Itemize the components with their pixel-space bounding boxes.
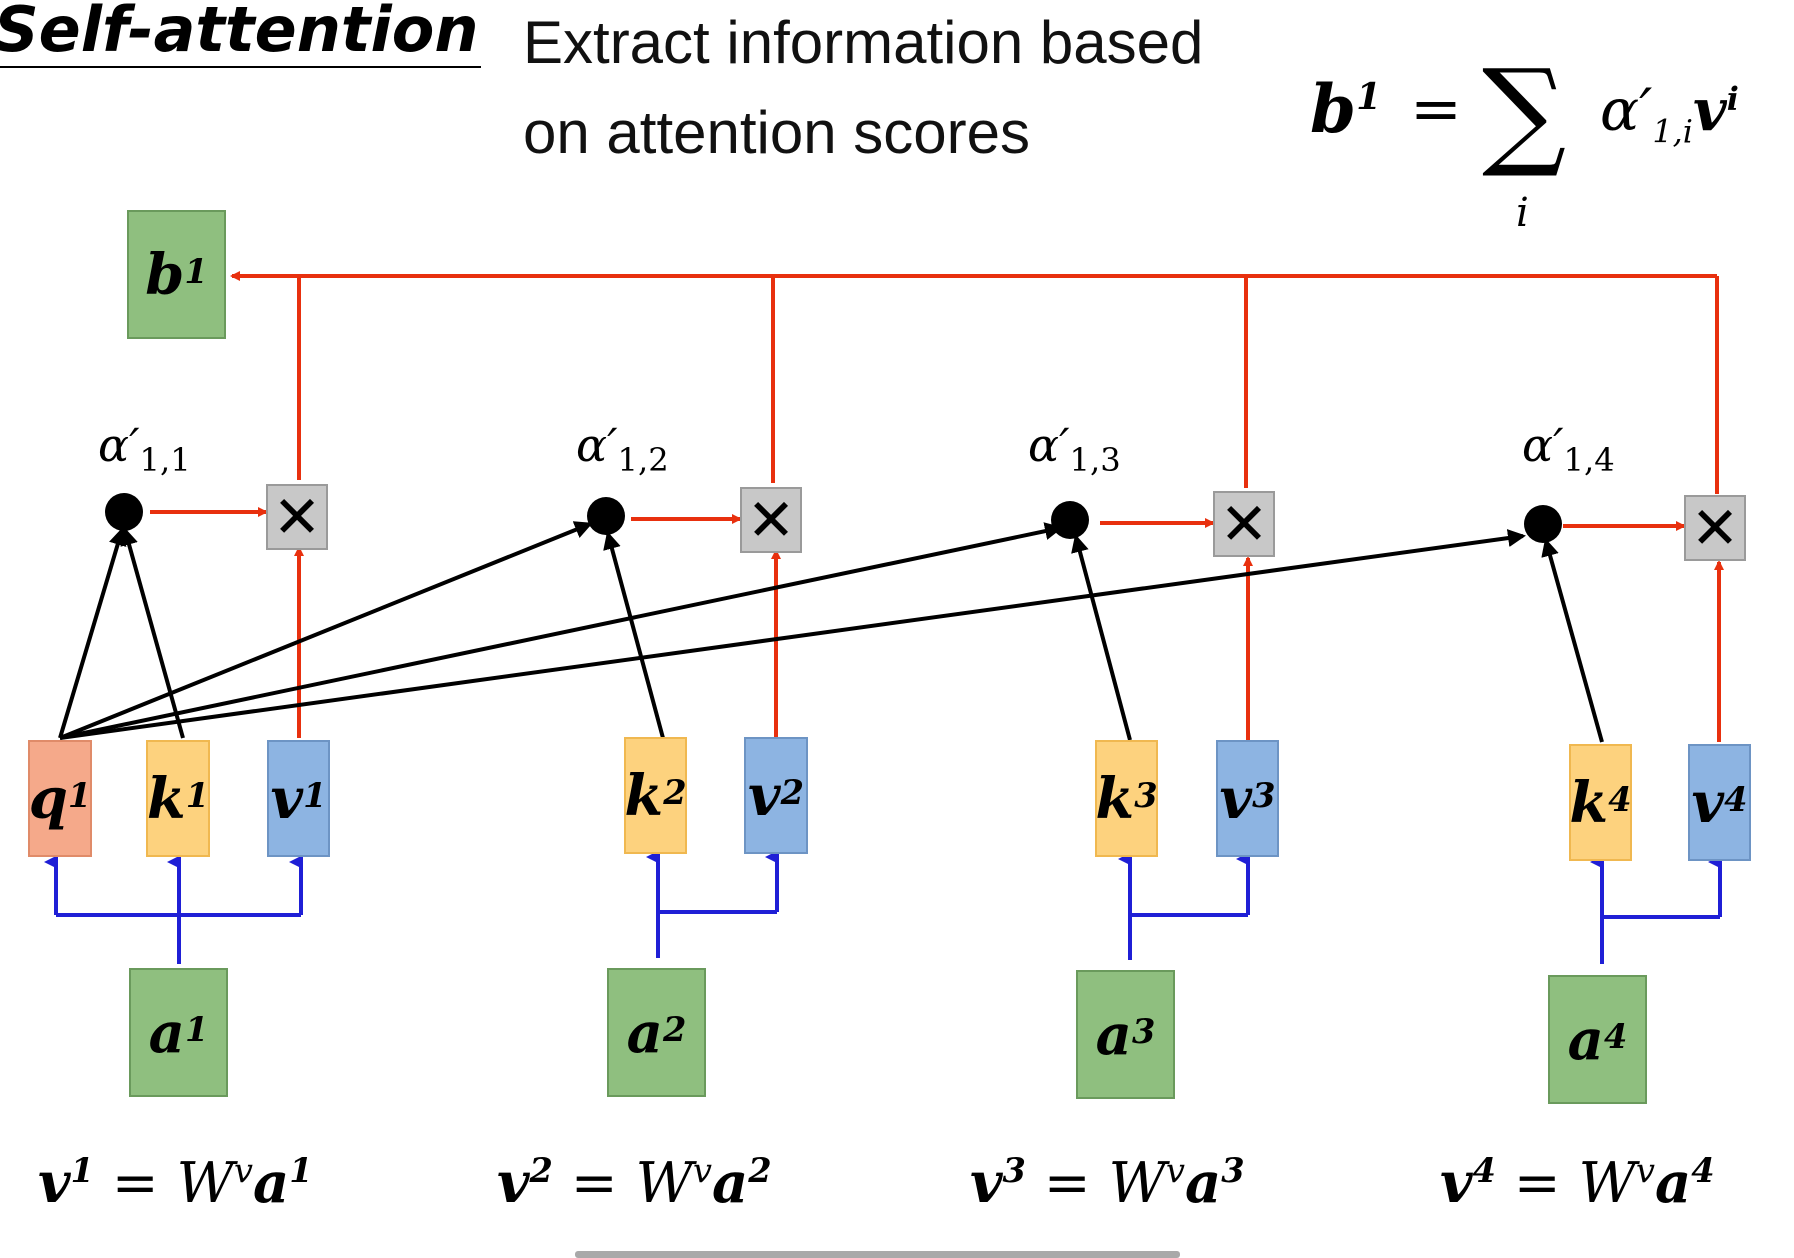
formula-equals: =	[1410, 72, 1462, 145]
value-equation-1: v1 = Wva1	[38, 1150, 313, 1216]
alpha-node-1	[105, 493, 143, 531]
horizontal-scrollbar[interactable]	[575, 1251, 1180, 1258]
multiply-node-4: ✕	[1684, 495, 1746, 561]
q1-to-alpha-1-1	[58, 527, 127, 739]
subtitle-line-1: Extract information based	[523, 9, 1204, 76]
alpha-node-4	[1524, 505, 1562, 543]
k3-to-alpha-1-3	[1071, 534, 1132, 741]
slide-title: Self-attention	[0, 0, 481, 68]
q1-to-alpha-1-3	[59, 522, 1063, 740]
q1-to-alpha-1-4	[59, 529, 1526, 740]
multiply-node-3: ✕	[1213, 491, 1275, 557]
alpha-node-2	[587, 497, 625, 535]
multiply-node-1: ✕	[266, 484, 328, 550]
alpha-label-1-1: α′1,1	[98, 418, 191, 480]
formula-rhs: α′1,ivi	[1600, 76, 1739, 151]
multiply-node-2: ✕	[740, 487, 802, 553]
value-equation-3: v3 = Wva3	[970, 1150, 1245, 1216]
value-equation-2: v2 = Wva2	[497, 1150, 772, 1216]
alpha-label-1-2: α′1,2	[576, 418, 669, 480]
sigma-symbol: ∑	[1482, 43, 1567, 181]
alpha-label-1-4: α′1,4	[1522, 418, 1615, 480]
q1-to-alpha-1-2	[59, 521, 593, 740]
value-equation-4: v4 = Wva4	[1440, 1150, 1715, 1216]
subtitle: Extract information based on attention s…	[523, 0, 1203, 178]
alpha-node-3	[1051, 501, 1089, 539]
k1-to-alpha-1-1	[120, 527, 185, 739]
alpha-label-1-3: α′1,3	[1028, 418, 1121, 480]
sum-index: i	[1516, 190, 1529, 236]
k4-to-alpha-1-4	[1541, 538, 1604, 743]
output-bus	[230, 271, 1719, 494]
formula-lhs: b1	[1310, 70, 1382, 148]
subtitle-line-2: on attention scores	[523, 99, 1030, 166]
k2-to-alpha-1-2	[603, 531, 665, 739]
